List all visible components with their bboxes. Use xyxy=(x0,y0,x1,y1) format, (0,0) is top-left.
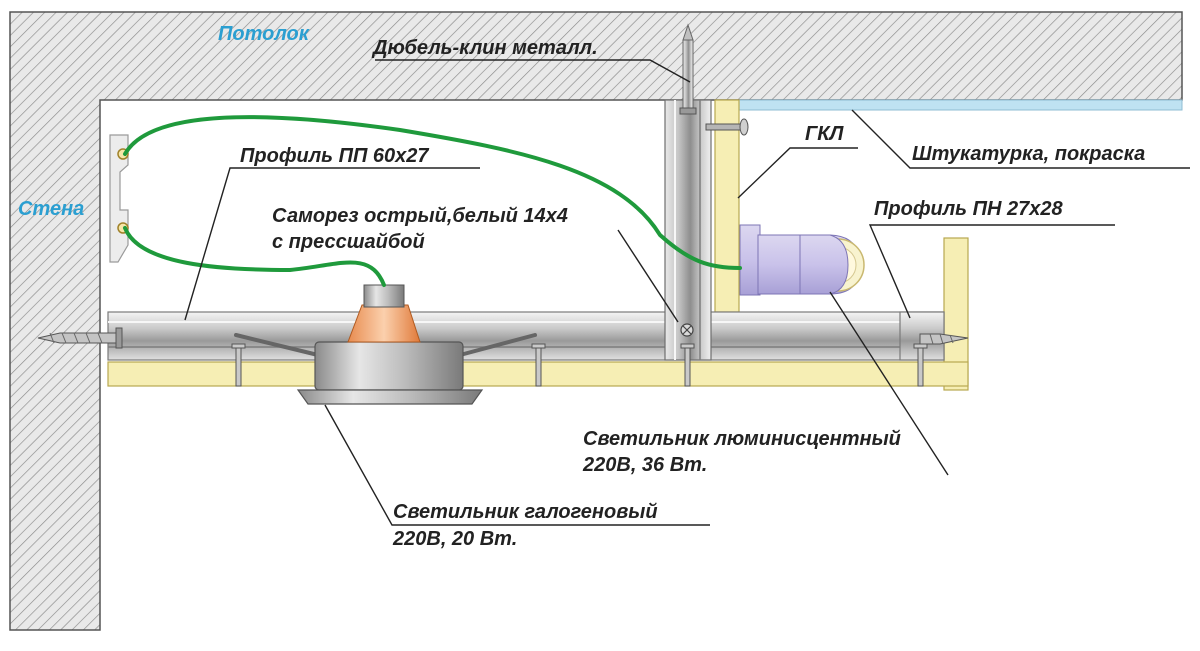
leader-fluor xyxy=(829,291,949,476)
label-profile-pn: Профиль ПН 27х28 xyxy=(874,198,1063,220)
dowel-anchor xyxy=(679,23,697,115)
halogen-lamp xyxy=(234,284,537,405)
label-fluor-line2: 220В, 36 Вт. xyxy=(582,454,707,476)
wall-screw xyxy=(37,327,123,349)
ceiling-slab xyxy=(9,11,1183,631)
leader-halogen xyxy=(324,404,710,526)
gkl-vertical-board xyxy=(714,99,740,313)
label-halogen-line1: Светильник галогеновый xyxy=(393,501,658,523)
screw-junction xyxy=(680,323,694,337)
label-fluor-line1: Светильник люминисцентный xyxy=(583,428,901,450)
label-ceiling: Потолок xyxy=(218,23,310,45)
wire-lower xyxy=(123,226,386,287)
screw-side xyxy=(705,118,749,136)
hanger-profile xyxy=(664,99,712,361)
fluorescent-lamp xyxy=(739,224,865,296)
leader-plaster xyxy=(851,109,1190,169)
leader-dowel xyxy=(375,59,691,83)
wire-upper xyxy=(123,115,742,270)
label-screw-line2: с прессшайбой xyxy=(272,231,425,253)
leader-screw xyxy=(617,229,679,323)
label-profile-pp: Профиль ПП 60х27 xyxy=(240,145,429,167)
label-screw-line1: Саморез острый,белый 14х4 xyxy=(272,205,568,227)
label-dowel: Дюбель-клин металл. xyxy=(371,37,598,59)
plaster-layer xyxy=(717,99,1183,111)
label-wall: Стена xyxy=(18,198,84,220)
board-screws xyxy=(231,343,928,387)
leader-profile-pp xyxy=(184,167,480,321)
label-plaster: Штукатурка, покраска xyxy=(912,143,1145,165)
leader-gkl xyxy=(737,147,858,199)
leader-profile-pn xyxy=(868,224,1115,319)
right-screw xyxy=(919,333,969,345)
label-halogen-line2: 220В, 20 Вт. xyxy=(392,528,517,550)
label-gkl: ГКЛ xyxy=(805,123,845,145)
